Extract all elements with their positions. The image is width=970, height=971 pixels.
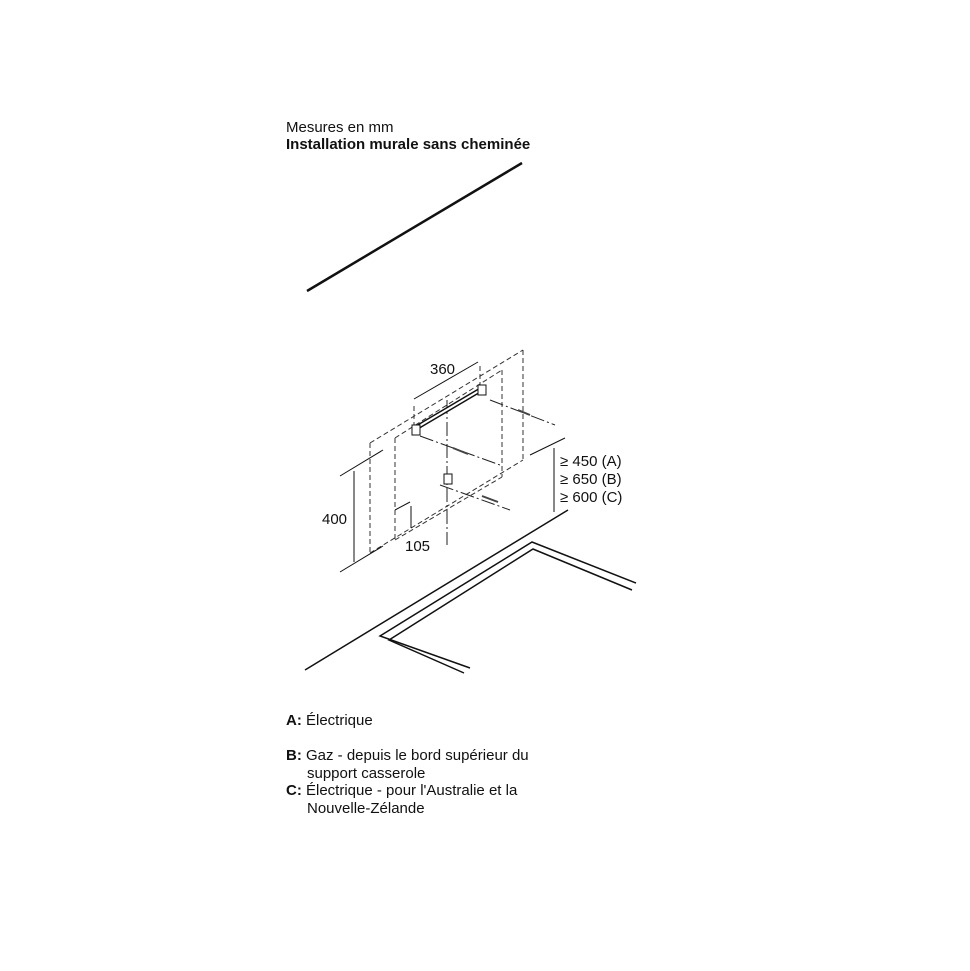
min-distance-a: ≥ 450 (A) xyxy=(560,453,622,470)
legend-item-b: B: Gaz - depuis le bord supérieur du xyxy=(286,747,529,764)
min-distance-c: ≥ 600 (C) xyxy=(560,489,622,506)
center-axis xyxy=(419,399,556,545)
dimension-105: 105 xyxy=(405,538,430,555)
min-distance-b: ≥ 650 (B) xyxy=(560,471,622,488)
units-label: Mesures en mm xyxy=(286,119,394,136)
legend-item-a: A: Électrique xyxy=(286,712,373,729)
hood-edge-line xyxy=(306,161,523,293)
legend-item-c: C: Électrique - pour l'Australie et la xyxy=(286,782,518,799)
diagram-title: Installation murale sans cheminée xyxy=(286,136,531,153)
dimension-400: 400 xyxy=(322,511,347,528)
dimension-360: 360 xyxy=(430,361,455,378)
cooktop-outline xyxy=(304,509,637,674)
dimension-lines xyxy=(339,361,566,573)
wall-plugs xyxy=(452,409,531,503)
legend-item-c-cont: Nouvelle-Zélande xyxy=(307,800,425,817)
mounting-bracket xyxy=(411,384,487,485)
legend-item-b-cont: support casserole xyxy=(307,765,426,782)
